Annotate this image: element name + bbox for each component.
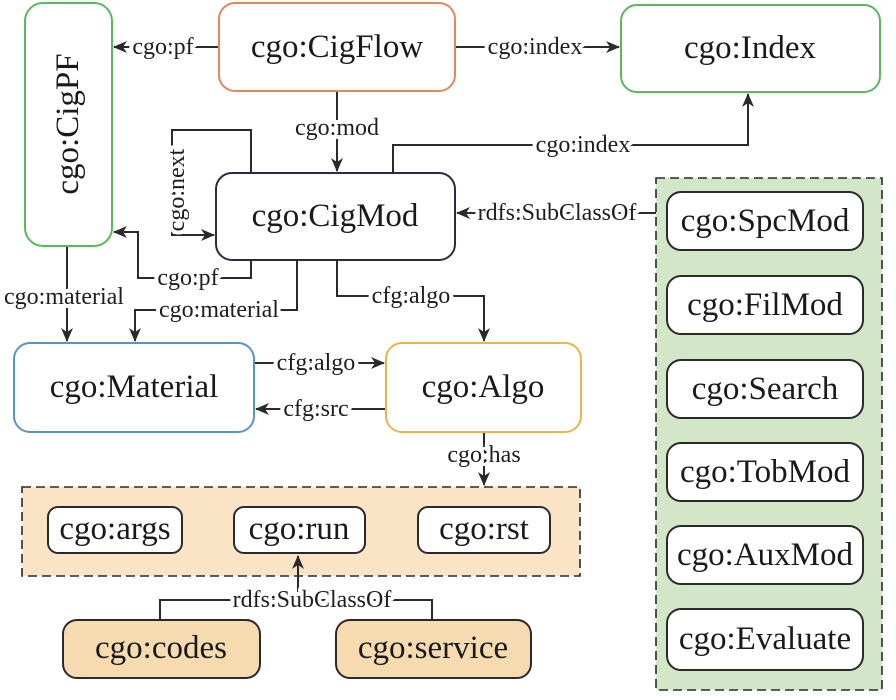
label-cigmod-material: cgo:material bbox=[159, 297, 279, 323]
module-subclass-item: cgo:Search bbox=[666, 359, 864, 419]
node-service-box bbox=[335, 619, 532, 679]
label-cigpf-material: cgo:material bbox=[4, 284, 124, 310]
node-args-label: cgo:args bbox=[59, 511, 170, 547]
node-rst: cgo:rst bbox=[417, 506, 551, 554]
node-cigmod: cgo:CigMod bbox=[215, 172, 456, 261]
module-subclass-label: cgo:Evaluate bbox=[679, 621, 851, 657]
node-codes-label: cgo:codes bbox=[95, 630, 227, 666]
module-subclass-box bbox=[666, 525, 864, 585]
module-subclass-label: cgo:SpcMod bbox=[681, 203, 850, 239]
edge-cigmod-pf bbox=[113, 226, 252, 279]
module-subclass-list: cgo:SpcMod cgo:FilMod cgo:Search cgo:Tob… bbox=[666, 191, 864, 671]
node-cigflow-label: cgo:CigFlow bbox=[251, 29, 424, 65]
module-subclass-box bbox=[666, 442, 864, 502]
module-subclass-label: cgo:Search bbox=[692, 371, 839, 407]
edge-cigmod-next bbox=[171, 129, 252, 241]
node-cigflow-box bbox=[218, 2, 456, 92]
node-algo: cgo:Algo bbox=[385, 342, 582, 433]
label-cigflow-pf: cgo:pf bbox=[132, 34, 193, 60]
node-material-label: cgo:Material bbox=[50, 369, 219, 405]
label-cigmod-algo: cfg:algo bbox=[372, 283, 451, 309]
module-subclass-item: cgo:Evaluate bbox=[666, 608, 864, 671]
edge-cigmod-algo bbox=[336, 260, 490, 342]
module-subclass-label: cgo:AuxMod bbox=[677, 537, 853, 573]
module-subclass-box bbox=[666, 608, 864, 671]
label-algo-src: cfg:src bbox=[283, 396, 348, 422]
node-cigmod-box bbox=[215, 172, 456, 261]
node-rst-label: cgo:rst bbox=[439, 511, 529, 547]
edge-cigmod-material bbox=[129, 260, 298, 342]
module-subclass-panel bbox=[655, 177, 883, 691]
edge-cigmod-index bbox=[392, 93, 754, 173]
module-subclass-label: cgo:FilMod bbox=[687, 287, 843, 323]
node-args: cgo:args bbox=[47, 506, 183, 554]
label-module-subclassof: rdfs:SubClassOf bbox=[478, 200, 637, 226]
node-algo-label: cgo:Algo bbox=[422, 369, 545, 405]
label-cigmod-next: cgo:next bbox=[164, 148, 190, 231]
label-material-algo: cfg:algo bbox=[277, 350, 356, 376]
node-run-box bbox=[233, 506, 366, 554]
module-subclass-item: cgo:SpcMod bbox=[666, 191, 864, 251]
module-subclass-box bbox=[666, 191, 864, 251]
node-service-label: cgo:service bbox=[358, 630, 508, 666]
node-material: cgo:Material bbox=[13, 342, 255, 433]
label-cigflow-mod: cgo:mod bbox=[295, 115, 379, 141]
node-service: cgo:service bbox=[335, 619, 532, 679]
node-index-box bbox=[620, 4, 881, 93]
node-cigpf: cgo:CigPF bbox=[24, 2, 113, 247]
label-cigmod-index: cgo:index bbox=[536, 132, 631, 158]
module-subclass-box bbox=[666, 359, 864, 419]
module-subclass-box bbox=[666, 275, 864, 335]
node-run-label: cgo:run bbox=[249, 511, 350, 547]
module-subclass-item: cgo:TobMod bbox=[666, 442, 864, 502]
node-material-box bbox=[13, 342, 255, 433]
node-index-label: cgo:Index bbox=[684, 30, 816, 66]
node-cigflow: cgo:CigFlow bbox=[218, 2, 456, 92]
node-algo-box bbox=[385, 342, 582, 433]
edge-impl-subclass-bracket bbox=[159, 599, 433, 620]
module-subclass-item: cgo:FilMod bbox=[666, 275, 864, 335]
label-impl-subclassof: rdfs:SubClassOf bbox=[233, 587, 392, 613]
label-algo-has: cgo:has bbox=[447, 442, 520, 468]
node-index: cgo:Index bbox=[620, 4, 881, 93]
node-run: cgo:run bbox=[233, 506, 366, 554]
module-subclass-label: cgo:TobMod bbox=[680, 454, 851, 490]
node-cigpf-label: cgo:CigPF bbox=[50, 53, 86, 194]
module-subclass-item: cgo:AuxMod bbox=[666, 525, 864, 585]
node-args-box bbox=[47, 506, 183, 554]
node-rst-box bbox=[417, 506, 551, 554]
label-cigflow-index: cgo:index bbox=[488, 34, 583, 60]
label-cigmod-pf: cgo:pf bbox=[157, 265, 218, 291]
node-codes: cgo:codes bbox=[62, 619, 261, 679]
node-cigmod-label: cgo:CigMod bbox=[252, 198, 419, 234]
node-cigpf-box bbox=[24, 2, 113, 247]
node-codes-box bbox=[62, 619, 261, 679]
